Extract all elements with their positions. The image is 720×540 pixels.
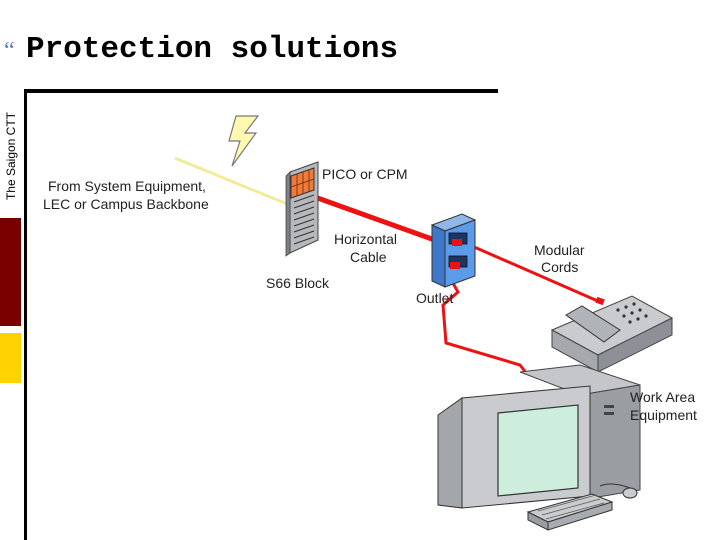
label-modular-cords-line1: Modular	[534, 242, 585, 258]
label-source-line1: From System Equipment,	[48, 178, 206, 194]
slide-title: Protection solutions	[26, 32, 399, 67]
sidebar-rule	[24, 92, 27, 540]
backbone-line	[174, 156, 293, 208]
computer-icon	[437, 364, 641, 509]
label-protector: PICO or CPM	[322, 166, 408, 182]
label-work-area-line2: Equipment	[630, 407, 697, 423]
s66-block-icon	[285, 161, 319, 257]
label-horizontal-cable-line1: Horizontal	[334, 231, 397, 247]
cable-outlet-to-computer	[441, 267, 529, 375]
outlet-icon	[430, 213, 477, 288]
title-rule	[24, 89, 498, 93]
cable-block-to-outlet	[311, 193, 444, 246]
mouse-icon	[599, 483, 638, 499]
label-modular-cords-line2: Cords	[541, 259, 578, 275]
label-s66-block: S66 Block	[266, 275, 330, 291]
label-source-line2: LEC or Campus Backbone	[43, 196, 209, 212]
keyboard-icon	[526, 493, 614, 531]
title-bullet-icon: “	[4, 38, 15, 64]
label-horizontal-cable-line2: Cable	[350, 249, 387, 265]
label-work-area-line1: Work Area	[630, 389, 695, 405]
sidebar-label: The Saigon CTT	[4, 111, 19, 201]
cable-outlet-to-phone	[464, 241, 601, 304]
label-outlet: Outlet	[416, 290, 453, 306]
lightning-icon	[228, 115, 260, 167]
sidebar-dark-red-block	[0, 218, 21, 326]
protection-diagram: From System Equipment, LEC or Campus Bac…	[43, 115, 697, 531]
sidebar-yellow-block	[0, 333, 21, 383]
telephone-icon	[550, 295, 674, 373]
sidebar-label-box: The Saigon CTT	[1, 92, 21, 220]
